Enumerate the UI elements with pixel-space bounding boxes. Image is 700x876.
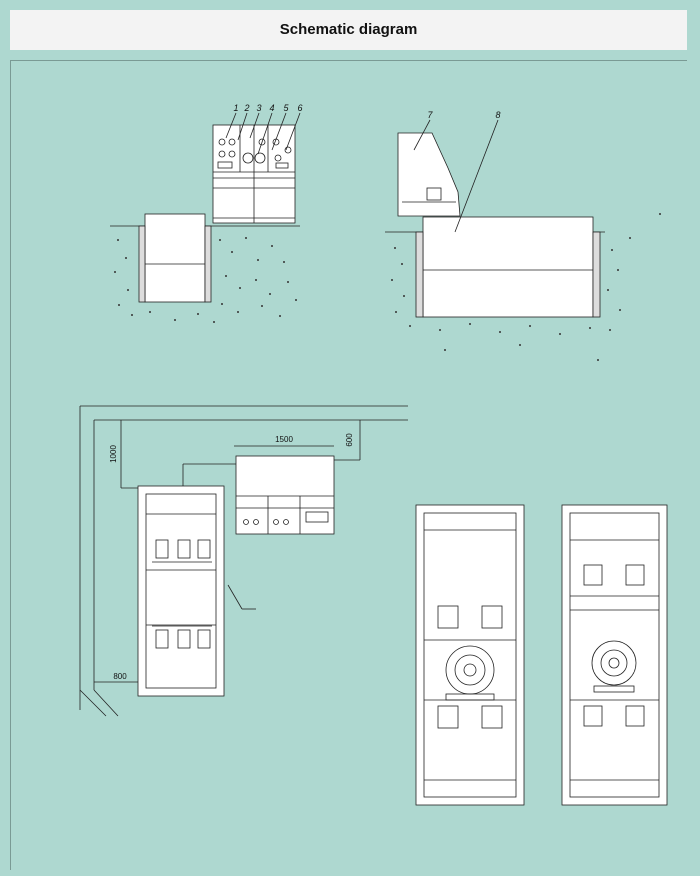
foundation-detail-left — [415, 504, 525, 806]
plan-view — [79, 405, 408, 717]
callout-6: 6 — [297, 103, 302, 113]
callout-1: 1 — [233, 103, 238, 113]
dimension-front-label: 800 — [113, 672, 127, 681]
front-switchgear-cabinet — [212, 124, 296, 224]
dimension-width-label: 1500 — [275, 435, 293, 444]
callout-4: 4 — [269, 103, 274, 113]
front-pit-box — [144, 213, 206, 303]
side-pit-wall-right — [592, 231, 601, 318]
side-view — [385, 119, 661, 361]
front-pit-wall-left — [138, 225, 146, 303]
title-bar: Schematic diagram — [10, 10, 687, 50]
dimension-side-label: 1000 — [109, 445, 118, 463]
front-pit-wall-right — [204, 225, 212, 303]
foundation-detail-right — [561, 504, 668, 806]
front-foundation-pit — [138, 213, 212, 303]
side-soil-dots — [391, 213, 661, 361]
plan-room-walls — [79, 405, 408, 717]
side-pit-box — [422, 216, 594, 318]
dimension-labels: 1500 600 1000 800 — [109, 433, 354, 681]
callout-8: 8 — [495, 110, 500, 120]
plan-switchgear-unit — [235, 455, 335, 535]
callout-3: 3 — [256, 103, 261, 113]
front-soil-dots — [114, 237, 297, 323]
side-switchgear-cabinet — [397, 132, 461, 217]
side-callout-leaders — [413, 119, 499, 233]
callout-5: 5 — [283, 103, 289, 113]
plan-cable-route — [182, 463, 236, 488]
page-title: Schematic diagram — [279, 21, 418, 38]
dimension-rear-label: 600 — [345, 433, 354, 447]
callout-7: 7 — [427, 110, 433, 120]
side-pit-wall-left — [415, 231, 424, 318]
transformer-terminal-ring-right — [591, 640, 637, 686]
front-view — [110, 112, 301, 323]
diagram-panel — [10, 60, 687, 870]
callout-labels: 1 2 3 4 5 6 7 8 — [233, 103, 500, 120]
callout-2: 2 — [243, 103, 249, 113]
side-foundation-pit — [415, 216, 601, 318]
front-callout-leaders — [225, 112, 301, 155]
plan-cable-trench — [137, 485, 256, 697]
